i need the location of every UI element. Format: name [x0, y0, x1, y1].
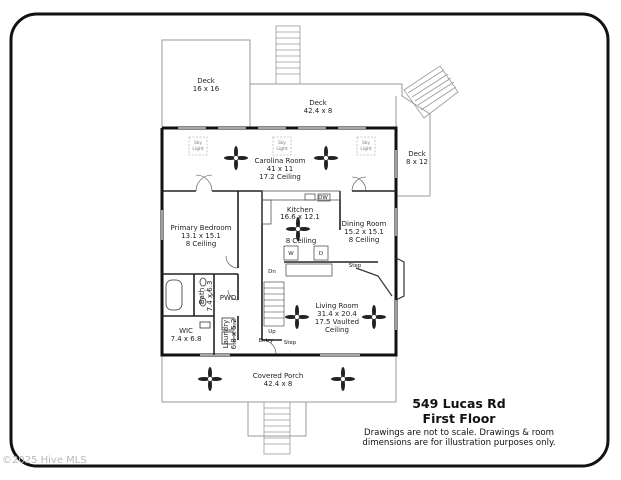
bath-dims: 7.4 x 6.3: [206, 281, 214, 312]
disclaimer-line-2: dimensions are for illustration purposes…: [362, 438, 555, 448]
living-room-dims: 31.4 x 20.4: [317, 310, 357, 318]
deck-stairs-north: [275, 25, 301, 85]
porch-stairs-south: [263, 401, 291, 455]
bath-label: Bath: [198, 288, 206, 304]
page-frame: [9, 12, 610, 468]
laundry-name: Laundry: [222, 320, 230, 349]
covered-porch-dims: 42.4 x 8: [264, 380, 293, 388]
dining-room-ceiling: 8 Ceiling: [349, 236, 380, 244]
copyright-watermark: ©2025 Hive MLS: [2, 455, 87, 466]
wic-name: WIC: [179, 327, 193, 335]
deck-16-dims: 16 x 16: [193, 85, 220, 93]
living-room-ceiling: 17.5 Vaulted: [315, 318, 359, 326]
windows: [161, 127, 397, 356]
living-room-name: Living Room: [316, 302, 359, 310]
deck-42-dims: 42.4 x 8: [304, 107, 333, 115]
dn-label: Dn: [268, 269, 276, 275]
dw-label: DW: [318, 195, 328, 201]
skylight-3-label-a: Sky: [362, 140, 370, 146]
dining-angled-wall: [355, 267, 393, 297]
pwd-label: PWD: [220, 294, 237, 302]
carolina-room-dims: 41 x 11: [267, 165, 293, 173]
deck-8-dims: 8 x 12: [406, 158, 428, 166]
floor-title: First Floor: [423, 411, 497, 426]
address-title: 549 Lucas Rd: [412, 396, 506, 411]
skylight-1-label-a: Sky: [194, 140, 202, 146]
laundry-dims: 6.8 x 5.2: [230, 319, 238, 350]
kitchen-counters: [261, 190, 341, 277]
deck-16-name: Deck: [197, 77, 216, 85]
step-label-dining: Step: [349, 263, 362, 269]
hall-ceiling: 8 Ceiling: [286, 237, 317, 245]
dining-room-dims: 15.2 x 15.1: [344, 228, 384, 236]
deck-42-name: Deck: [309, 99, 328, 107]
kitchen-name: Kitchen: [287, 206, 313, 214]
dining-room-name: Dining Room: [342, 220, 387, 228]
skylight-3-label-b: Light: [360, 146, 371, 152]
bath-fixtures: [165, 277, 235, 345]
deck-8-name: Deck: [408, 150, 427, 158]
up-label: Up: [268, 329, 276, 335]
washer-label: W: [288, 251, 294, 257]
skylight-2-label-b: Light: [276, 146, 287, 152]
dryer-label: D: [319, 251, 323, 257]
step-label-entry: Step: [284, 340, 297, 346]
skylight-2-label-a: Sky: [278, 140, 286, 146]
skylight-1-label-b: Light: [192, 146, 203, 152]
living-room-ceiling-2: Ceiling: [325, 326, 349, 334]
disclaimer-line-1: Drawings are not to scale. Drawings & ro…: [364, 428, 554, 438]
carolina-room-name: Carolina Room: [255, 157, 306, 165]
primary-bedroom-dims: 13.1 x 15.1: [181, 232, 221, 240]
wic-dims: 7.4 x 6.8: [171, 335, 202, 343]
entry-label: Entry: [259, 338, 274, 344]
interior-stairs: [263, 281, 285, 327]
carolina-room-ceiling: 17.2 Ceiling: [259, 173, 301, 181]
primary-bedroom-ceiling: 8 Ceiling: [186, 240, 217, 248]
kitchen-dims: 16.6 x 12.1: [280, 213, 320, 221]
primary-bedroom-name: Primary Bedroom: [171, 224, 232, 232]
dining-bay: [395, 257, 405, 301]
deck-stairs-northeast: [403, 65, 459, 119]
door-swings: [195, 174, 367, 355]
covered-porch-name: Covered Porch: [253, 372, 304, 380]
